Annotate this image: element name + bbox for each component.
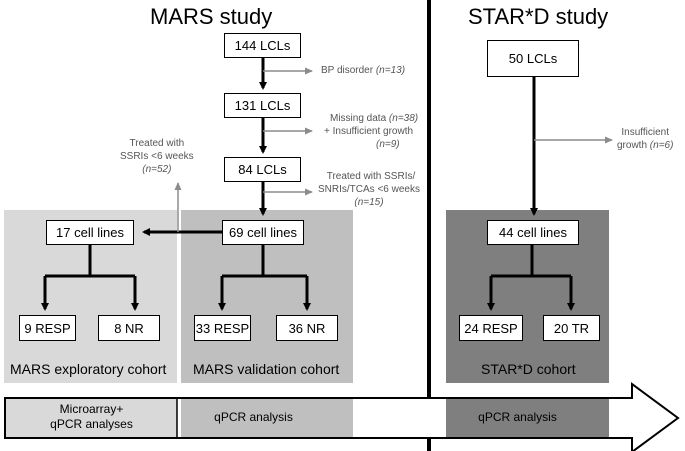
stage1-line1: Microarray+ <box>59 402 124 416</box>
box-33-resp: 33 RESP <box>194 315 251 341</box>
ssri-n: (n=52) <box>142 164 172 175</box>
bp-disorder-n: (n=13) <box>375 65 406 76</box>
missing-data-text: Missing data <box>330 113 389 124</box>
validation-cohort-label: MARS validation cohort <box>193 361 340 377</box>
stard-insuff-line1: Insufficient <box>621 127 670 138</box>
stage2-fill <box>181 399 353 437</box>
stard-study-title: STAR*D study <box>468 4 609 29</box>
exclusion-treated-ssri-snri-tca: Treated with SSRIs/ SNRIs/TCAs <6 weeks … <box>318 170 420 209</box>
box-131-lcls: 131 LCLs <box>224 93 301 118</box>
stage1-line2: qPCR analyses <box>50 417 133 431</box>
box-20-tr: 20 TR <box>543 315 600 341</box>
stage1-fill <box>6 399 177 437</box>
box-24-resp: 24 RESP <box>459 315 523 341</box>
exclusion-treated-ssri: Treated with SSRIs <6 weeks (n=52) <box>120 137 194 176</box>
stage3-fill <box>446 399 609 437</box>
exclusion-insufficient-growth-stard: Insufficient growth (n=6) <box>617 126 673 152</box>
exploratory-cohort-label: MARS exploratory cohort <box>10 361 167 377</box>
missing-data-n: (n=38) <box>388 113 419 124</box>
box-144-lcls: 144 LCLs <box>224 33 301 58</box>
insufficient-growth-text: + Insufficient growth <box>324 126 414 137</box>
box-50-lcls: 50 LCLs <box>487 40 579 77</box>
box-8-nr: 8 NR <box>98 315 160 341</box>
treated-line1: Treated with SSRIs/ <box>326 171 416 182</box>
mars-study-title: MARS study <box>150 4 273 29</box>
stage2-label: qPCR analysis <box>214 410 293 424</box>
treated-n: (n=15) <box>354 197 384 208</box>
stard-cohort-label: STAR*D cohort <box>481 361 576 377</box>
insufficient-growth-n: (n=9) <box>376 139 400 150</box>
treated-line2: SNRIs/TCAs <6 weeks <box>318 184 420 195</box>
box-9-resp: 9 RESP <box>19 315 76 341</box>
box-36-nr: 36 NR <box>276 315 338 341</box>
stage1-label: Microarray+ qPCR analyses <box>6 402 177 432</box>
box-84-lcls: 84 LCLs <box>224 157 301 182</box>
box-69-cell-lines: 69 cell lines <box>222 220 304 245</box>
stard-insuff-n: (n=6) <box>649 140 674 151</box>
exclusion-bp-disorder: BP disorder (n=13) <box>321 64 405 77</box>
box-17-cell-lines: 17 cell lines <box>46 220 134 245</box>
stard-insuff-line2: growth <box>617 140 650 151</box>
stage3-label: qPCR analysis <box>478 410 557 424</box>
box-44-cell-lines: 44 cell lines <box>487 220 579 245</box>
ssri-line2: SSRIs <6 weeks <box>120 151 194 162</box>
ssri-line1: Treated with <box>129 138 185 149</box>
bp-disorder-text: BP disorder <box>321 65 376 76</box>
exclusion-missing-data: Missing data (n=38) + Insufficient growt… <box>324 112 418 151</box>
